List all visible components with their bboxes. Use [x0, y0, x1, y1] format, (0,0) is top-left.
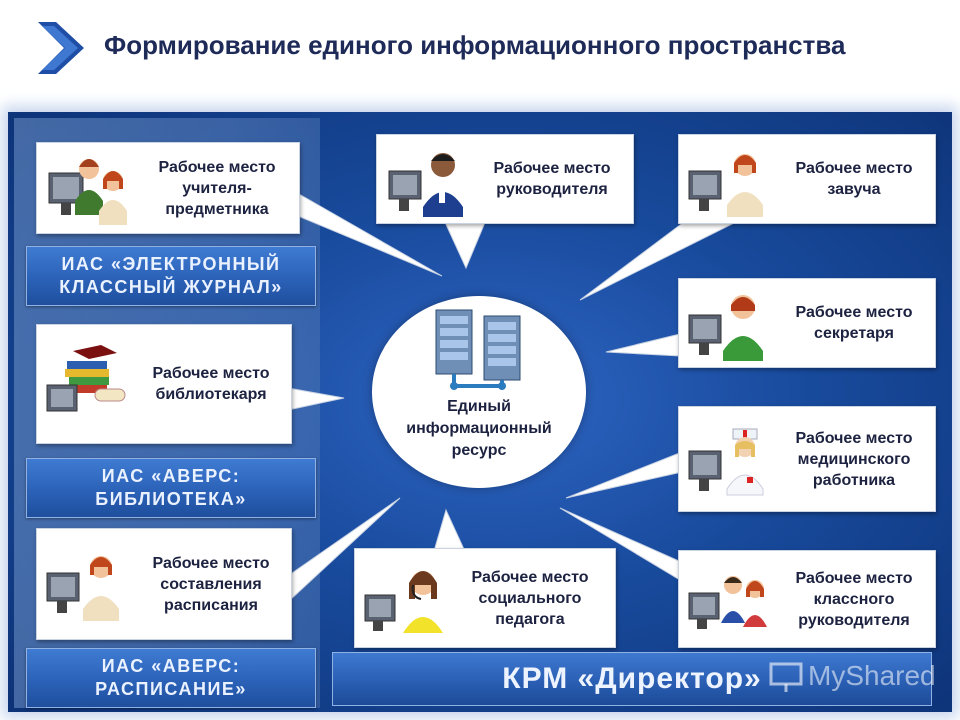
tail-director [443, 219, 487, 270]
watermark-text: MyShared [808, 660, 936, 691]
scheduler-at-monitor-icon [46, 556, 119, 621]
card-class-teacher-label: Рабочее место классного руководителя [795, 569, 913, 629]
chevron-title-icon [38, 22, 84, 74]
card-head-teacher: Рабочее место завуча [678, 134, 936, 224]
ias-schedule-banner: ИАС «АВЕРС: РАСПИСАНИЕ» [26, 648, 316, 708]
card-teacher: Рабочее место учителя- предметника [36, 142, 300, 234]
server-icon [435, 309, 521, 390]
teacher-at-monitor-icon [48, 159, 127, 225]
class-teacher-at-monitor-icon [688, 576, 767, 629]
tail-secretary [605, 333, 681, 357]
card-director: Рабочее место руководителя [376, 134, 634, 224]
card-head-teacher-label: Рабочее место завуча [795, 160, 913, 198]
card-class-teacher: Рабочее место классного руководителя [678, 550, 936, 648]
director-at-monitor-icon [388, 153, 463, 217]
nurse-at-monitor-icon [688, 428, 764, 496]
social-pedagogue-headset-icon [364, 571, 443, 633]
card-schedule: Рабочее место составления расписания [36, 528, 292, 640]
watermark: MyShared [768, 656, 936, 696]
books-diploma-icon [46, 345, 126, 412]
central-resource-node: Единый информационный ресурс [372, 296, 586, 488]
card-librarian-label: Рабочее место библиотекаря [152, 365, 270, 403]
presentation-board-icon [769, 662, 803, 692]
card-medical: Рабочее место медицинского работника [678, 406, 936, 512]
ias-electronic-journal-banner: ИАС «ЭЛЕКТРОННЫЙ КЛАССНЫЙ ЖУРНАЛ» [26, 246, 316, 306]
krm-director-banner: КРМ «Директор» [332, 652, 932, 706]
card-social: Рабочее место социального педагога [354, 548, 616, 648]
central-resource-label: Единый информационный ресурс [406, 398, 552, 459]
secretary-at-monitor-icon [688, 295, 763, 361]
tail-librarian [287, 387, 345, 411]
card-teacher-label: Рабочее место учителя- предметника [158, 158, 276, 218]
head-teacher-at-monitor-icon [688, 154, 763, 217]
card-director-label: Рабочее место руководителя [493, 160, 611, 198]
card-medical-label: Рабочее место медицинского работника [795, 429, 913, 489]
card-secretary: Рабочее место секретаря [678, 278, 936, 368]
card-librarian: Рабочее место библиотекаря [36, 324, 292, 444]
ias-library-banner: ИАС «АВЕРС: БИБЛИОТЕКА» [26, 458, 316, 518]
page-title: Формирование единого информационного про… [104, 30, 846, 60]
card-schedule-label: Рабочее место составления расписания [152, 554, 270, 614]
card-social-label: Рабочее место социального педагога [471, 568, 589, 628]
card-secretary-label: Рабочее место секретаря [795, 304, 913, 342]
